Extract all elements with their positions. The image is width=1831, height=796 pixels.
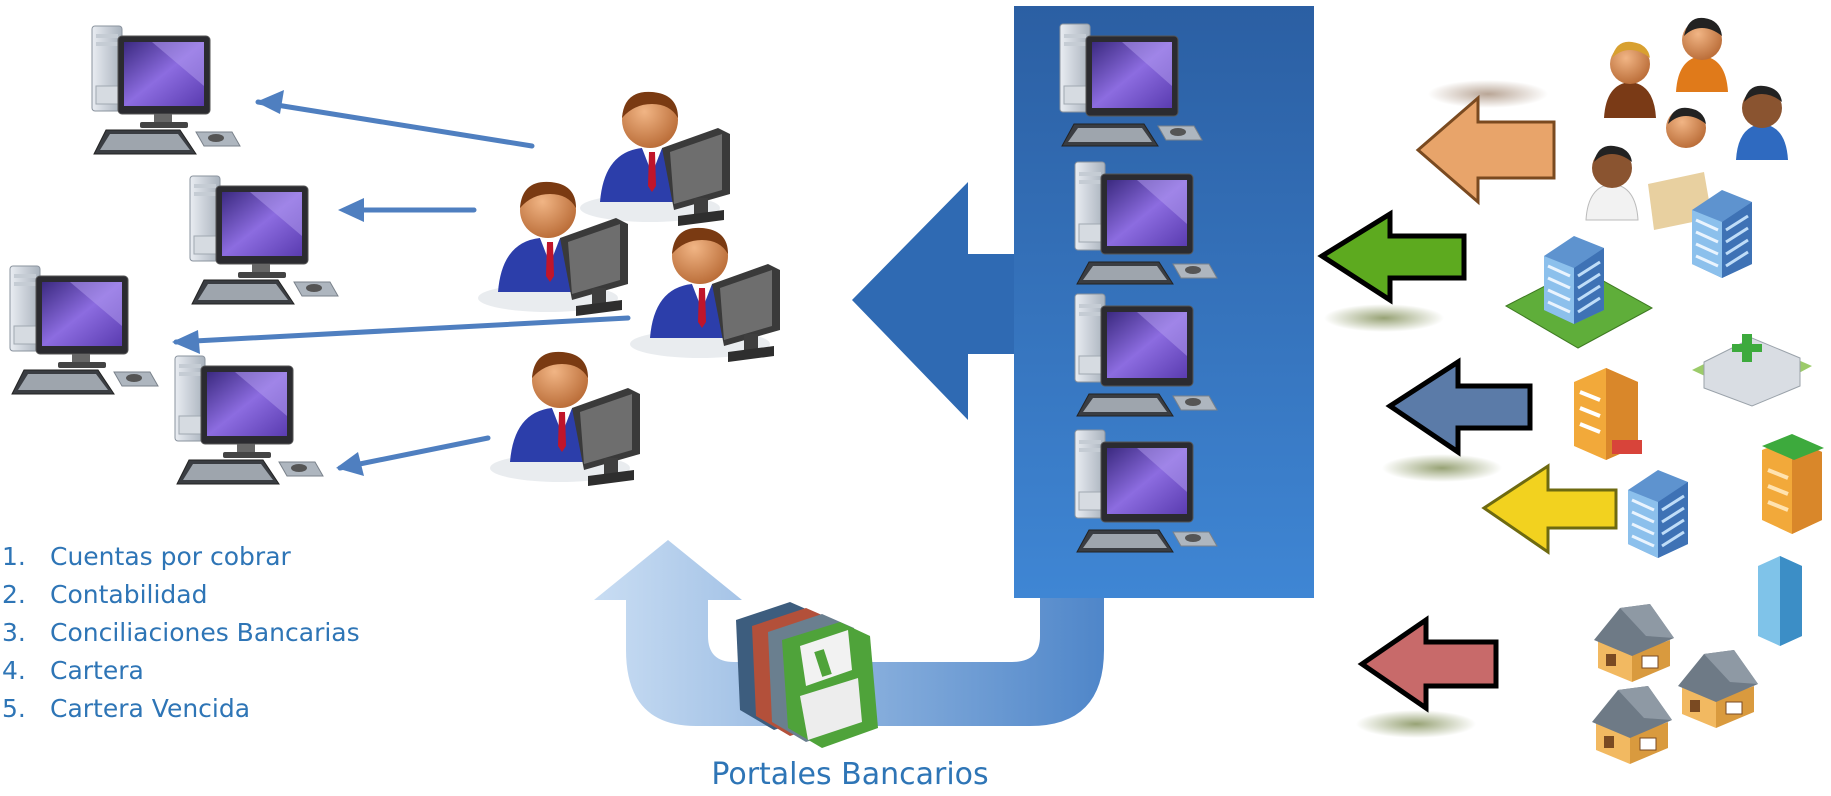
floppy-disk-stack-icon [736, 602, 878, 748]
arrowhead [336, 452, 364, 476]
house-icon [1591, 685, 1673, 765]
shadow [1356, 710, 1476, 738]
arrowhead [338, 198, 364, 222]
list-number: 5. [2, 694, 26, 723]
arrow-line [173, 315, 631, 345]
desktop-computer-icon [9, 265, 159, 395]
bank-portals-caption: Portales Bancarios [711, 757, 989, 792]
office-building-icon [1542, 234, 1606, 326]
red-arrow-icon [1357, 615, 1499, 713]
list-item: 1. Cuentas por cobrar [2, 538, 360, 576]
assignment-arrows [173, 99, 631, 471]
people-group [1585, 17, 1788, 230]
arrow-line [255, 99, 535, 149]
list-label: Cartera [50, 656, 144, 685]
list-number: 3. [2, 618, 26, 647]
module-list: 1. Cuentas por cobrar 2. Contabilidad 3. Co… [2, 538, 360, 728]
person-icon [1676, 17, 1728, 92]
desktop-computer-icon [174, 355, 324, 485]
shadow [1428, 80, 1548, 108]
user-at-computer-icon [490, 351, 640, 486]
tower-icon [1758, 556, 1802, 646]
person-icon [1604, 41, 1656, 118]
list-item: 5. Cartera Vencida [2, 690, 360, 728]
user-at-computer-icon [580, 91, 730, 226]
orange-arrow-icon [1415, 94, 1556, 206]
person-icon [1585, 145, 1639, 221]
person-icon [1736, 85, 1788, 160]
desktop-computer-icon [91, 25, 241, 155]
apartment-icon [1574, 368, 1642, 460]
list-item: 3. Conciliaciones Bancarias [2, 614, 360, 652]
list-number: 2. [2, 580, 26, 609]
user-at-computer-icon [630, 227, 780, 362]
buildings-group [1504, 188, 1824, 765]
office-building-icon [1626, 468, 1690, 560]
desktop-computer-icon [189, 175, 339, 305]
arrowheads [172, 90, 364, 476]
list-number: 4. [2, 656, 26, 685]
house-icon [1593, 603, 1675, 683]
shadow [1382, 454, 1502, 482]
list-item: 4. Cartera [2, 652, 360, 690]
list-item: 2. Contabilidad [2, 576, 360, 614]
yellow-arrow-icon [1481, 463, 1618, 555]
house-icon [1677, 649, 1759, 729]
big-left-arrow [852, 182, 1020, 420]
hotel-icon [1762, 434, 1824, 534]
list-label: Conciliaciones Bancarias [50, 618, 360, 647]
list-number: 1. [2, 542, 26, 571]
shadow [1324, 304, 1444, 332]
u-turn-arrow [594, 540, 1104, 726]
list-label: Contabilidad [50, 580, 208, 609]
green-arrow-icon [1317, 209, 1467, 305]
arrowhead [256, 90, 284, 114]
hospital-icon [1692, 334, 1812, 407]
steel-arrow-icon [1385, 357, 1533, 457]
list-label: Cartera Vencida [50, 694, 251, 723]
list-label: Cuentas por cobrar [50, 542, 291, 571]
arrow-line [337, 435, 491, 471]
arrowhead [172, 330, 200, 354]
